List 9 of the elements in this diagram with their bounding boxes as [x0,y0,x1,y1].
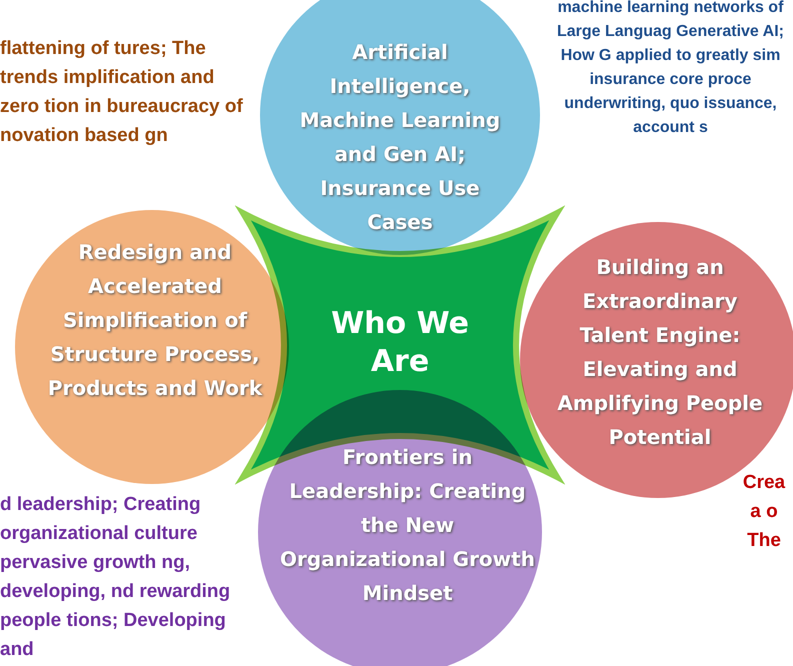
center-title: Who We Are [330,305,470,381]
description-text: flattening of tures; The trends implification and zero tion in bureaucracy of novation based gn [0,37,244,148]
description-text: d leadership; Creating organizational culture pervasive growth ng, developing, nd rewarding people tions; Developing and [0,493,232,662]
circle-label: Artificial Intelligence, Machine Learning and Gen AI; Insurance Use Cases [298,39,502,236]
circle-label: Building an Extraordinary Talent Engine: Elevating and Amplifying People Potential [556,254,764,451]
description-text: Crea a o The [742,471,786,553]
circle-label: Redesign and Accelerated Simplification of Structure Process, Products and Work [46,239,264,402]
description-text: machine learning networks of Large Languag Generative AI; How G applied to greatly sim insurance core proce underwriting, quo issuance, account s [556,0,785,138]
circle-label: Frontiers in Leadership: Creating the New Organizational Growth Mindset [280,444,535,607]
